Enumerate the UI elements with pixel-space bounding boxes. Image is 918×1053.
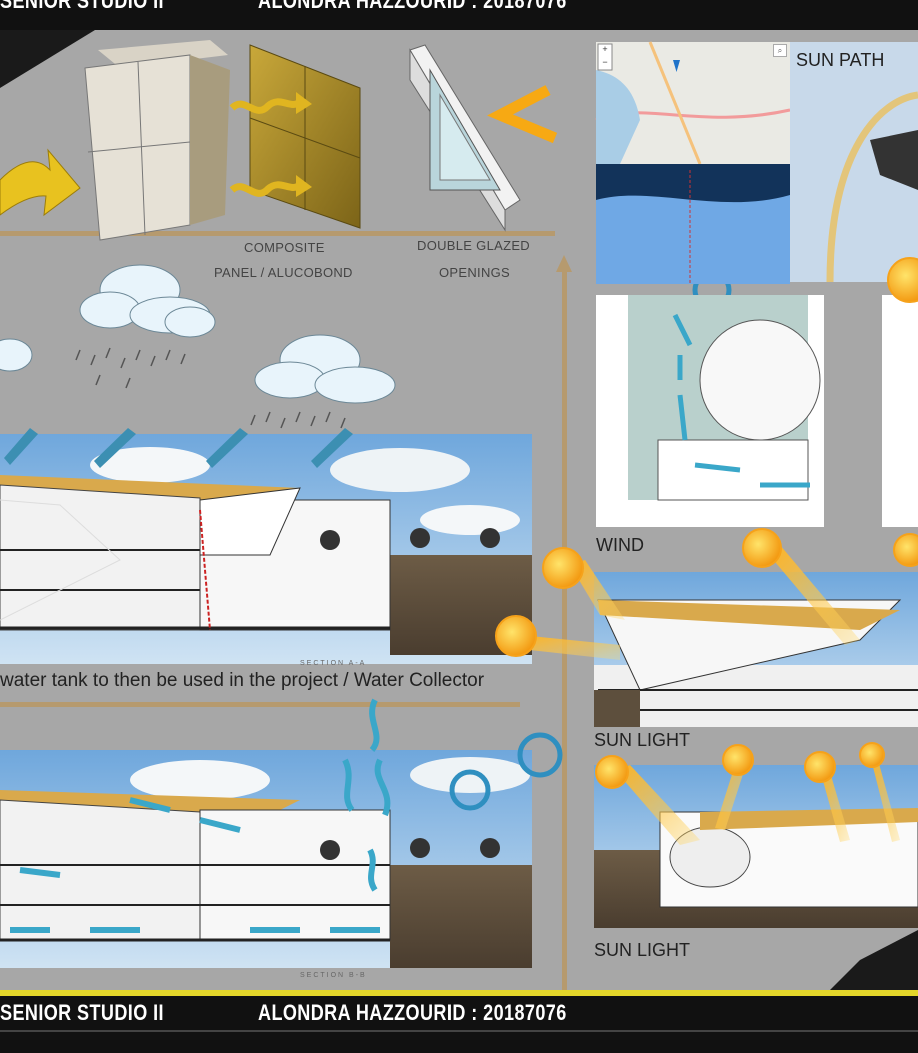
footer-divider bbox=[0, 1030, 918, 1032]
section-drawing-2 bbox=[0, 750, 532, 968]
cloud-icon bbox=[0, 264, 396, 404]
sun-icon bbox=[495, 257, 918, 789]
sun-rays bbox=[520, 545, 900, 845]
axis-line-vertical bbox=[562, 270, 567, 990]
axis-line-mid bbox=[0, 702, 520, 707]
rain-drops bbox=[75, 347, 346, 429]
footer-band bbox=[0, 996, 918, 1053]
arrow-icon bbox=[4, 428, 353, 468]
composite-label-1: COMPOSITE bbox=[244, 240, 325, 255]
double-glazed-window-drawing bbox=[409, 44, 558, 232]
wind-arrows bbox=[10, 698, 391, 933]
footer-author: ALONDRA HAZZOURI bbox=[258, 1000, 453, 1025]
wind-arrows bbox=[672, 313, 810, 488]
wind-plan-panel bbox=[596, 295, 918, 527]
water-collector-caption: water tank to then be used in the projec… bbox=[0, 670, 485, 691]
section-drawing-1 bbox=[0, 434, 532, 664]
sun-light-label-1: SUN LIGHT bbox=[594, 730, 691, 750]
composite-label-2: PANEL / ALUCOBOND bbox=[214, 265, 353, 280]
arrow-up-icon bbox=[556, 255, 572, 272]
footer-studio: SENIOR STUDIO II bbox=[0, 1000, 164, 1025]
footer-id: ID : 20187076 bbox=[447, 1000, 567, 1025]
composite-panel-drawing bbox=[84, 40, 361, 241]
header-band bbox=[0, 0, 918, 30]
arrow-icon bbox=[0, 148, 81, 217]
sunlight-section-2 bbox=[594, 765, 918, 928]
header-id: ID : 20187076 bbox=[447, 0, 567, 13]
zoom-out-icon[interactable]: − bbox=[602, 57, 608, 67]
sun-light-label-2: SUN LIGHT bbox=[594, 940, 691, 960]
zoom-in-icon[interactable]: + bbox=[602, 44, 608, 54]
section-label-2: SECTION B-B bbox=[300, 972, 367, 979]
map-panel bbox=[595, 41, 918, 284]
axis-line-top bbox=[0, 231, 555, 236]
sunlight-section-1 bbox=[594, 572, 918, 727]
map-pin-icon bbox=[673, 60, 680, 72]
sun-path-label: SUN PATH bbox=[796, 50, 885, 70]
header-studio: SENIOR STUDIO II bbox=[0, 0, 164, 13]
section-label-1: SECTION A-A bbox=[300, 660, 367, 667]
corner-wedge bbox=[0, 30, 95, 88]
glazing-label-1: DOUBLE GLAZED bbox=[417, 238, 530, 253]
wind-label: WIND bbox=[596, 535, 644, 555]
search-icon[interactable]: ⌕ bbox=[773, 44, 787, 57]
corner-wedge-bottom bbox=[830, 930, 918, 990]
header-author: ALONDRA HAZZOURI bbox=[258, 0, 453, 13]
glazing-label-2: OPENINGS bbox=[439, 265, 511, 280]
